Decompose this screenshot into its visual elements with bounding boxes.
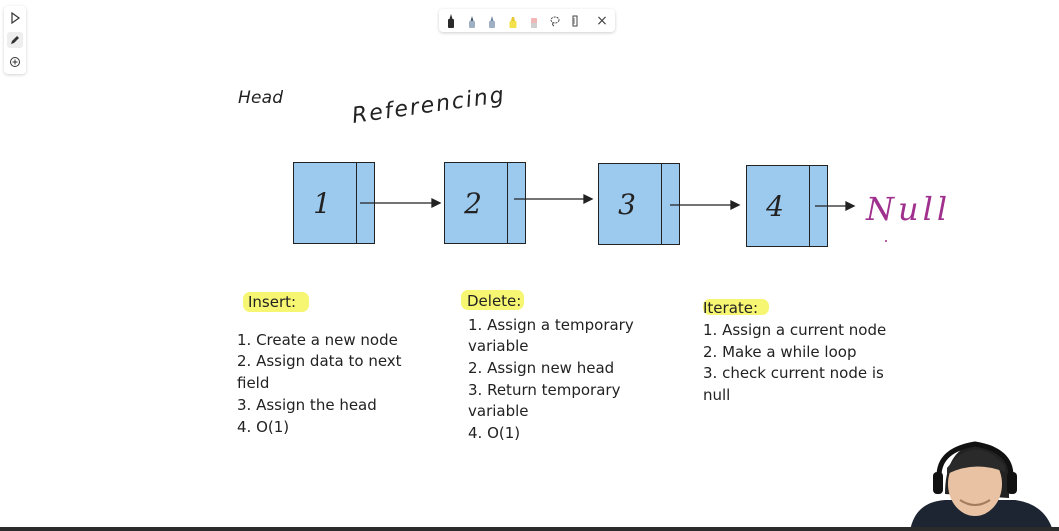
insert-step: 4. O(1): [237, 418, 290, 436]
highlighter-yellow-icon[interactable]: [505, 12, 521, 30]
pen-darkblue-icon[interactable]: [464, 12, 480, 30]
insert-step: 3. Assign the head: [237, 396, 377, 414]
bottom-bar: [0, 527, 1059, 531]
node-value: 3: [618, 187, 636, 221]
node-arrows: [360, 193, 887, 242]
eraser-icon[interactable]: [526, 12, 542, 30]
list-node-4: 4: [746, 165, 828, 247]
insert-step: 2. Assign data to next: [237, 352, 402, 370]
list-node-2: 2: [444, 162, 526, 244]
iterate-title: Iterate:: [703, 299, 759, 317]
iterate-step: null: [703, 386, 731, 404]
pen-black-icon[interactable]: [443, 12, 459, 30]
insert-highlight: [243, 292, 309, 312]
left-tool-rail: [4, 6, 26, 74]
node-value: 1: [313, 186, 331, 220]
list-node-3: 3: [598, 163, 680, 245]
insert-step: 1. Create a new node: [237, 331, 398, 349]
insert-step: field: [237, 374, 270, 392]
delete-highlight: [461, 290, 524, 310]
lasso-icon[interactable]: [547, 12, 563, 30]
iterate-step: 3. check current node is: [703, 364, 884, 382]
drawing-toolbar: ×: [439, 9, 615, 32]
node-value: 2: [464, 186, 482, 220]
iterate-step: 2. Make a while loop: [703, 343, 857, 361]
delete-step: 4. O(1): [468, 424, 521, 442]
close-icon[interactable]: ×: [596, 13, 608, 29]
delete-title: Delete:: [467, 292, 522, 310]
delete-step: variable: [468, 402, 529, 420]
webcam-overlay: [905, 432, 1055, 531]
iterate-highlight: [703, 299, 769, 315]
ruler-icon[interactable]: [567, 12, 583, 30]
insert-title: Insert:: [248, 293, 297, 311]
delete-step: 2. Assign new head: [468, 359, 615, 377]
pen-icon[interactable]: [7, 32, 23, 48]
head-label: Head: [238, 88, 284, 108]
add-icon[interactable]: [7, 54, 23, 70]
delete-step: 1. Assign a temporary: [468, 316, 634, 334]
pointer-icon[interactable]: [7, 10, 23, 26]
null-label: Null: [866, 190, 952, 228]
delete-step: variable: [468, 337, 529, 355]
iterate-step: 1. Assign a current node: [703, 321, 887, 339]
delete-step: 3. Return temporary: [468, 381, 621, 399]
presenter-avatar: [905, 432, 1055, 531]
pen-blue-icon[interactable]: [484, 12, 500, 30]
node-value: 4: [766, 189, 784, 223]
